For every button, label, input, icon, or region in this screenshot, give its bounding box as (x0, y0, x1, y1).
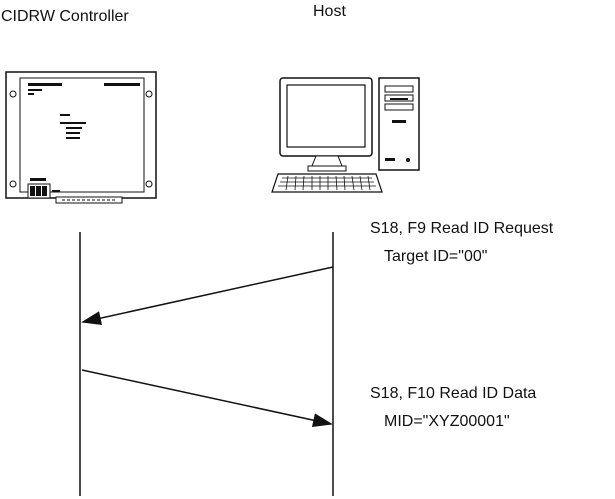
read-id-request-label: S18, F9 Read ID Request (370, 220, 554, 237)
host-computer-illustration (271, 77, 420, 193)
target-id-label: Target ID="00" (384, 248, 488, 265)
read-id-data-label: S18, F10 Read ID Data (370, 385, 537, 402)
mid-label: MID="XYZ00001" (384, 413, 510, 430)
read-id-request-arrow (81, 266, 334, 325)
read-id-data-arrow (81, 369, 333, 428)
controller-title: CIDRW Controller (1, 8, 129, 25)
host-title: Host (313, 3, 346, 20)
controller-device-illustration (5, 71, 157, 204)
